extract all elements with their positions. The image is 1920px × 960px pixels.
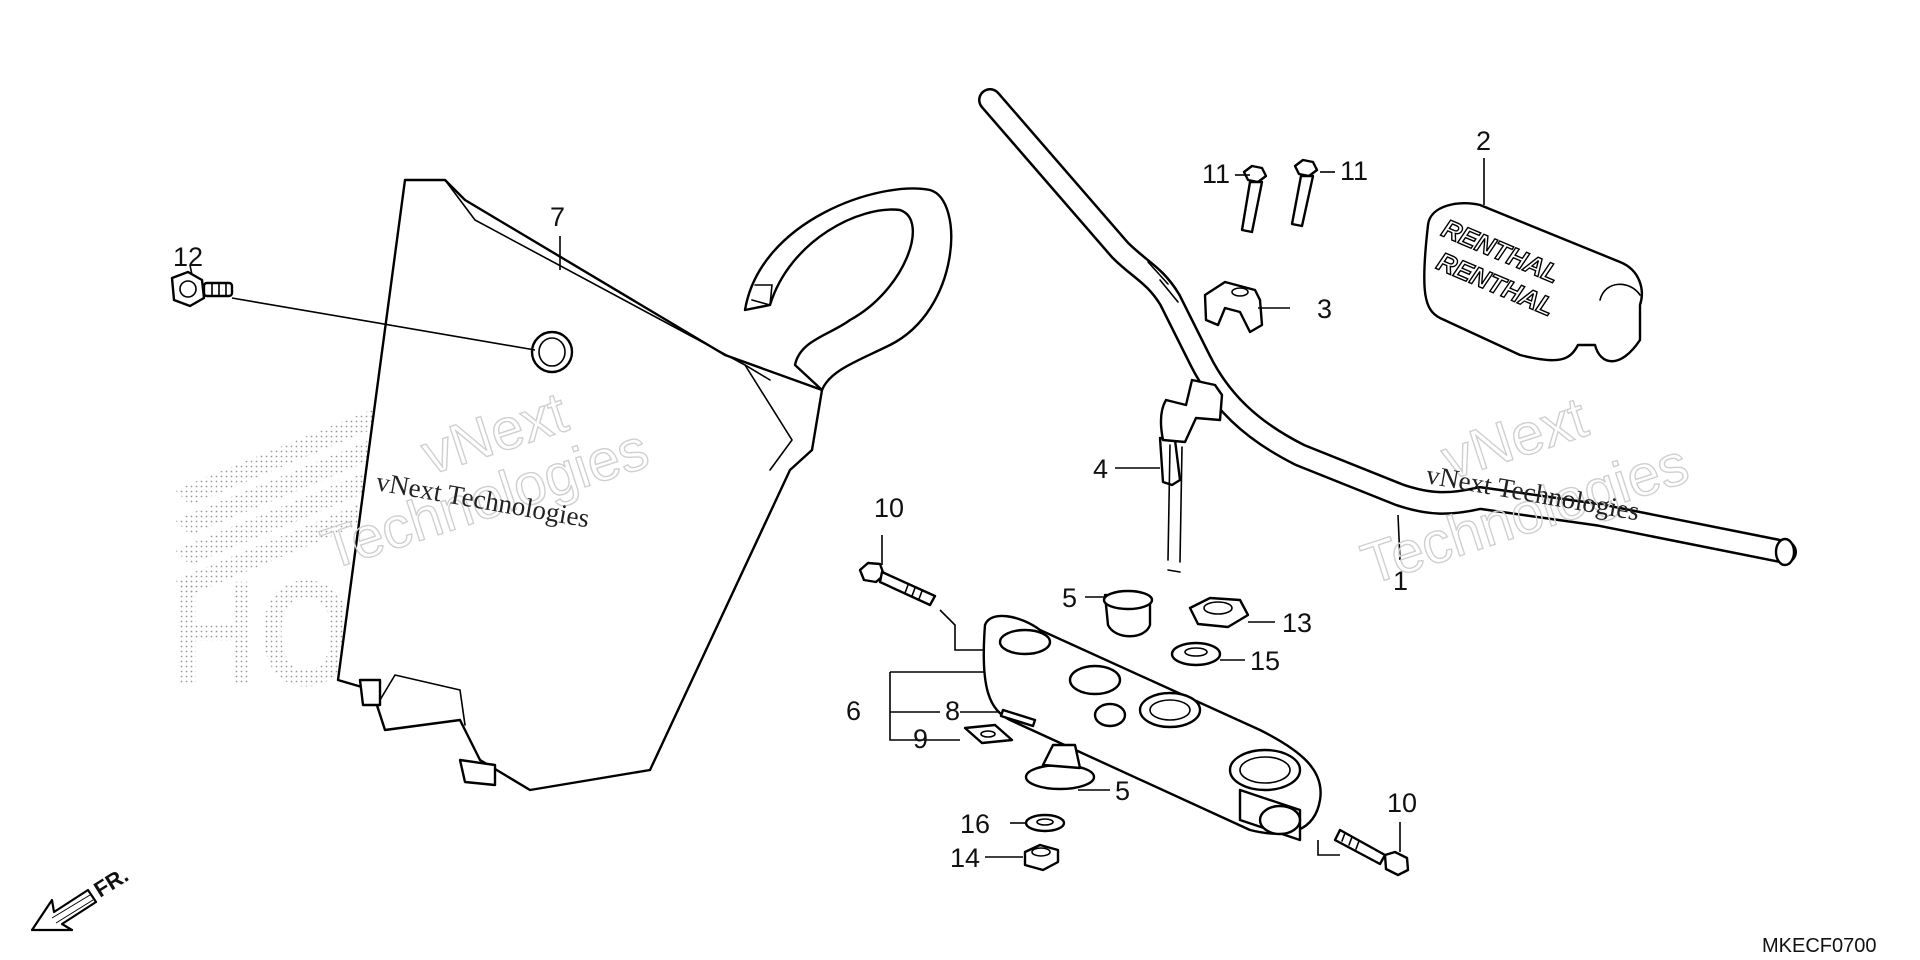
callout-10-right: 10 bbox=[1387, 788, 1417, 818]
leader-lines bbox=[189, 158, 1485, 858]
callout-5-lower: 5 bbox=[1115, 776, 1130, 806]
holder-bolt-left bbox=[1240, 164, 1268, 234]
bolt-left bbox=[858, 561, 937, 607]
callout-15: 15 bbox=[1250, 646, 1280, 676]
callout-4: 4 bbox=[1093, 454, 1108, 484]
number-plate bbox=[336, 178, 953, 792]
front-direction-indicator: FR. bbox=[30, 862, 133, 932]
callout-11-right: 11 bbox=[1340, 156, 1368, 186]
front-arrow-icon bbox=[30, 888, 98, 932]
holder-bolt-right bbox=[1290, 158, 1319, 228]
callout-14: 14 bbox=[950, 843, 980, 873]
handlebar bbox=[978, 88, 1797, 567]
callout-11-left: 11 bbox=[1202, 159, 1230, 189]
callouts: 12 7 11 11 2 3 4 1 10 5 13 15 6 8 9 5 10… bbox=[173, 126, 1491, 873]
callout-16: 16 bbox=[960, 809, 990, 839]
handlebar-lower-holder bbox=[1158, 378, 1224, 573]
nut-14 bbox=[1023, 843, 1060, 872]
rubber-bushing-upper bbox=[1102, 589, 1154, 638]
diagram-code: MKECF0700 bbox=[1762, 935, 1877, 957]
callout-13: 13 bbox=[1282, 608, 1312, 638]
handlebar-upper-holder bbox=[1203, 280, 1264, 334]
nut-13 bbox=[1188, 596, 1250, 629]
callout-8: 8 bbox=[945, 696, 960, 726]
callout-1: 1 bbox=[1393, 566, 1408, 596]
callout-5-upper: 5 bbox=[1062, 583, 1077, 613]
callout-7: 7 bbox=[550, 202, 565, 232]
washer-16 bbox=[1024, 813, 1066, 833]
handlebar-pad: RENTHAL RENTHAL bbox=[1423, 202, 1643, 363]
rubber-bushing-lower bbox=[1024, 743, 1096, 791]
part-9 bbox=[963, 723, 1014, 745]
front-direction-label: FR. bbox=[89, 862, 132, 902]
plate-bolt bbox=[170, 270, 234, 308]
top-bridge bbox=[982, 614, 1322, 842]
washer-15 bbox=[1170, 641, 1222, 667]
callout-10-left: 10 bbox=[874, 493, 904, 523]
part-8 bbox=[999, 708, 1037, 728]
callout-3: 3 bbox=[1317, 294, 1332, 324]
bolt-right bbox=[1333, 828, 1410, 877]
callout-6: 6 bbox=[846, 696, 861, 726]
callout-9: 9 bbox=[913, 724, 928, 754]
callout-12: 12 bbox=[173, 242, 203, 272]
callout-2: 2 bbox=[1476, 126, 1491, 156]
